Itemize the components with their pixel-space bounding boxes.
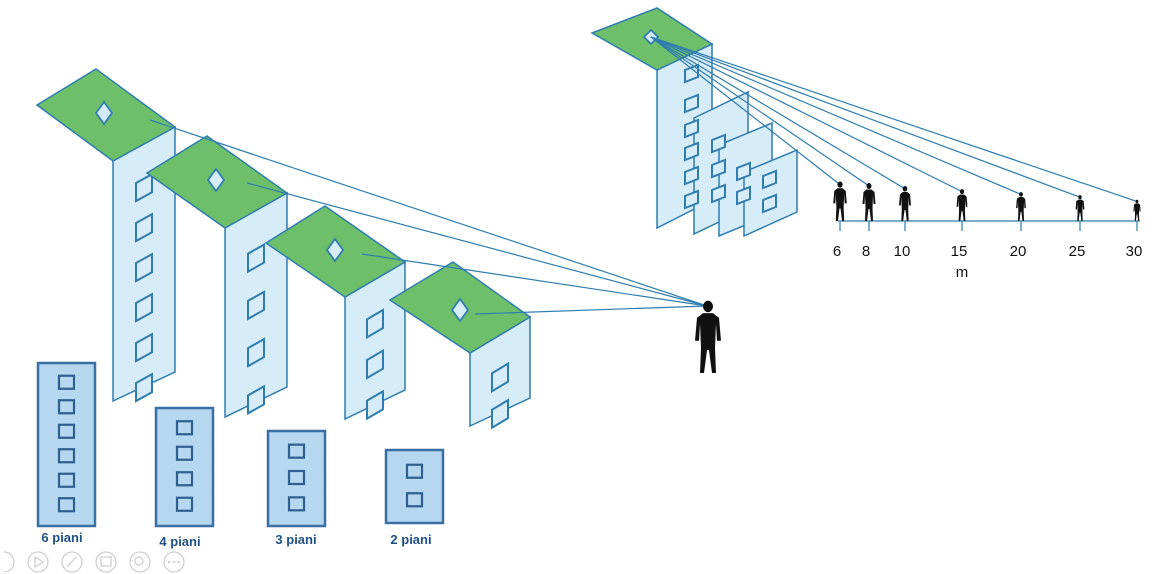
distance-label-15: 15 [951,243,968,260]
flat-window [287,469,306,486]
distance-label-25: 25 [1069,243,1086,260]
window [247,290,265,321]
perspective-buildings [35,68,532,430]
window [135,212,153,243]
label-2-piani: 2 piani [390,532,431,547]
sight-line [650,36,1022,195]
diamond-sign-icon [325,237,345,263]
window [247,242,265,274]
window [491,361,509,394]
prev-icon[interactable] [3,551,15,573]
window [711,183,726,204]
window [366,348,384,380]
slides-icon[interactable] [95,551,117,573]
distance-unit: m [956,264,969,281]
window [366,389,384,421]
sight-line [650,36,870,187]
window [684,165,699,186]
window [711,158,726,179]
flat-building-2-floors [384,448,445,525]
distance-study: 6 8 10 15 20 25 30 m [590,7,1143,281]
distance-labels: 6 8 10 15 20 25 30 [833,243,1143,260]
window [135,332,153,363]
label-3-piani: 3 piani [275,532,316,547]
diamond-sign-icon [450,297,470,323]
window [135,292,153,323]
flat-window [405,463,424,479]
slideshow-controls[interactable] [3,551,185,573]
flat-window [57,497,76,513]
window [247,337,265,368]
window [684,189,699,210]
sight-line [650,36,841,186]
window [135,252,153,283]
window [366,308,384,340]
flat-window [57,423,76,439]
distance-label-6: 6 [833,243,841,260]
window [491,398,509,430]
flat-window [175,496,194,512]
sight-line [650,36,1138,202]
zoom-icon[interactable] [129,551,151,573]
flat-window [287,496,306,512]
flat-window [57,399,76,415]
window [135,372,153,403]
person-silhouette-icon [1075,195,1085,221]
sight-lines-left [149,119,708,315]
sight-line [650,36,1081,198]
sight-lines-right [650,36,1138,202]
flat-window [175,471,194,487]
distance-label-30: 30 [1126,243,1143,260]
window [135,172,153,203]
flat-building-windows [57,374,424,513]
window [247,384,265,416]
flat-window [405,492,424,508]
distance-label-10: 10 [894,243,911,260]
label-6-piani: 6 piani [41,530,82,545]
window [684,141,699,162]
window [711,133,726,154]
window [736,161,751,182]
sight-line [650,36,906,190]
window [684,118,699,139]
observer-person-icon [695,300,721,373]
person-silhouette-icon [862,183,876,221]
flat-window [57,472,76,488]
flat-window [57,374,76,390]
flat-window [287,443,306,459]
flat-window [175,445,194,461]
label-4-piani: 4 piani [159,534,200,549]
window [762,193,777,214]
pen-icon[interactable] [61,551,83,573]
person-silhouette-icon [956,189,968,221]
diamond-sign-icon [94,100,114,126]
person-silhouette-icon [1016,192,1026,221]
window [736,185,751,206]
person-silhouette-icon [899,186,911,221]
window [762,169,777,190]
diamond-sign-icon [206,167,226,193]
sight-line [650,36,963,193]
flat-window [57,448,76,464]
person-silhouette-icon [1133,199,1141,221]
flat-window [175,420,194,436]
window [684,93,699,114]
play-icon[interactable] [27,551,49,573]
more-icon[interactable] [163,551,185,573]
distance-label-8: 8 [862,243,870,260]
distance-label-20: 20 [1010,243,1027,260]
wall-panel-4 [743,148,798,238]
person-silhouette-icon [833,181,847,221]
figures-at-distances [833,181,1141,231]
